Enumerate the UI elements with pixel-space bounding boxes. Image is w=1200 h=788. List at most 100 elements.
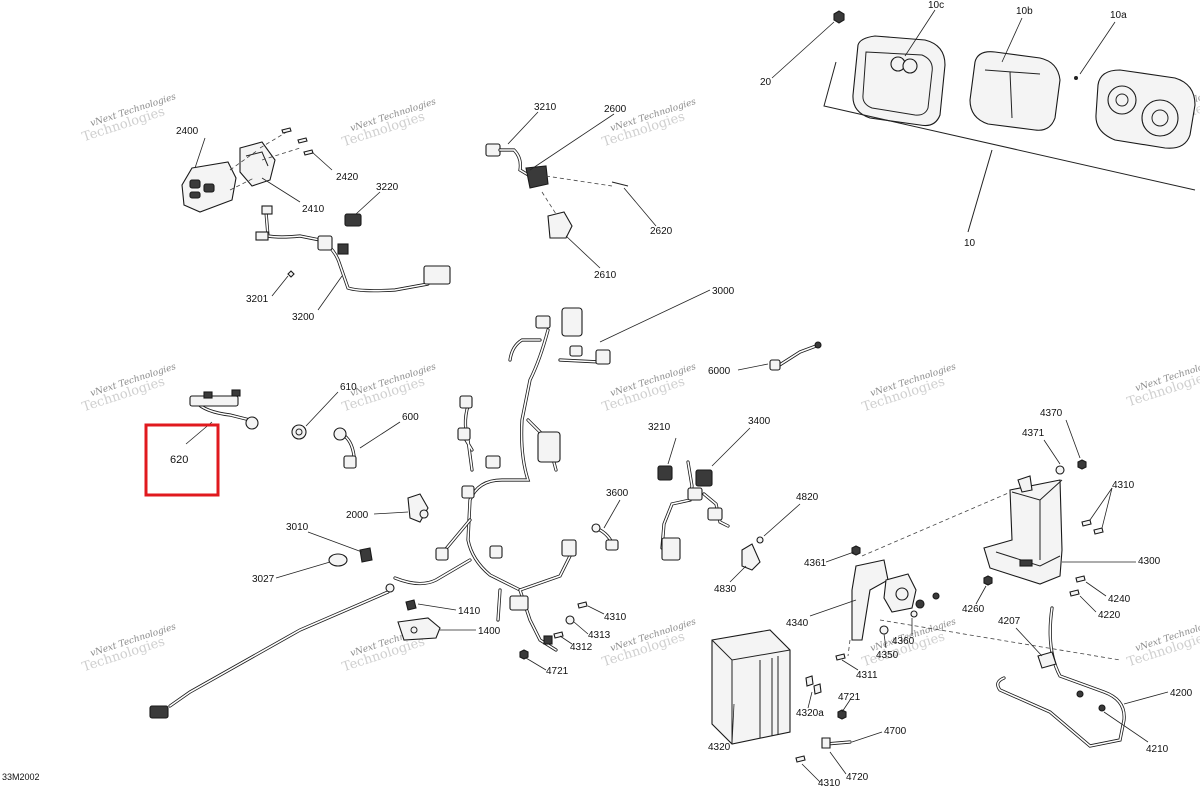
bolt[interactable]: [1081, 519, 1092, 527]
connector-3210[interactable]: [485, 143, 501, 157]
bolt[interactable]: [795, 755, 806, 763]
label-620: 620: [170, 454, 188, 466]
connector[interactable]: [509, 595, 529, 611]
label-4820: 4820: [796, 492, 819, 503]
washer-4350[interactable]: [879, 625, 889, 635]
bolt[interactable]: [577, 601, 588, 609]
connector[interactable]: [707, 507, 723, 521]
washer-4360[interactable]: [910, 610, 918, 618]
instrument-cluster-group: [771, 9, 1196, 233]
diagram-code: 33M2002: [2, 772, 40, 782]
bracket-4207[interactable]: [1037, 651, 1057, 669]
clip[interactable]: [1017, 475, 1033, 493]
label-4312: 4312: [570, 642, 593, 653]
bolt[interactable]: [1098, 704, 1106, 712]
connector[interactable]: [535, 315, 551, 329]
sensor-6000: [737, 341, 822, 371]
terminal-4720[interactable]: [821, 737, 831, 749]
fitting-600[interactable]: [333, 427, 347, 441]
cluster-lens[interactable]: [969, 51, 1061, 131]
connector-2600[interactable]: [525, 165, 549, 189]
connector[interactable]: [317, 235, 333, 251]
label-10: 10: [964, 238, 976, 249]
connector[interactable]: [485, 455, 501, 469]
bolt[interactable]: [1076, 690, 1084, 698]
connector[interactable]: [255, 231, 269, 241]
bracket-4340[interactable]: [851, 559, 889, 641]
connector[interactable]: [457, 427, 471, 441]
connector[interactable]: [561, 307, 583, 337]
harness-3200: [255, 191, 451, 311]
connector[interactable]: [595, 349, 611, 365]
label-600: 600: [402, 412, 419, 423]
cap-3010[interactable]: [359, 547, 373, 563]
washer[interactable]: [565, 615, 575, 625]
battery-tray[interactable]: [983, 479, 1063, 585]
connector[interactable]: [569, 345, 583, 357]
bolt[interactable]: [1093, 527, 1104, 535]
label-2620: 2620: [650, 226, 673, 237]
connector[interactable]: [687, 487, 703, 501]
connector[interactable]: [459, 395, 473, 409]
sensor[interactable]: [769, 359, 781, 371]
connector[interactable]: [261, 205, 273, 215]
connector[interactable]: [344, 213, 362, 227]
connector[interactable]: [537, 431, 561, 463]
bolt-4320a[interactable]: [813, 683, 822, 695]
cap-4830[interactable]: [741, 543, 761, 571]
plug-4820[interactable]: [756, 536, 764, 544]
sensor-3600[interactable]: [591, 523, 601, 533]
parts-4700: [795, 699, 883, 783]
label-4260: 4260: [962, 604, 985, 615]
nut-4361[interactable]: [851, 545, 861, 556]
connector[interactable]: [461, 485, 475, 499]
label-2000: 2000: [346, 510, 369, 521]
label-4207: 4207: [998, 616, 1021, 627]
nut-4260[interactable]: [983, 575, 993, 586]
label-4200: 4200: [1170, 688, 1193, 699]
highlight-box[interactable]: [144, 423, 220, 497]
nut[interactable]: [833, 10, 845, 24]
label-4721: 4721: [838, 692, 861, 703]
label-2610: 2610: [594, 270, 617, 281]
battery-tray-group: [975, 419, 1136, 613]
label-3201: 3201: [246, 294, 269, 305]
cluster-bezel[interactable]: [852, 35, 946, 127]
label-2400: 2400: [176, 126, 199, 137]
switch-cover[interactable]: [239, 141, 276, 187]
label-610: 610: [340, 382, 357, 393]
clip-1410[interactable]: [405, 599, 417, 611]
bracket-1400[interactable]: [397, 617, 441, 641]
label-4210: 4210: [1146, 744, 1169, 755]
connector-3210[interactable]: [657, 465, 673, 481]
grommet-610[interactable]: [291, 424, 307, 440]
bolt-4370[interactable]: [1077, 459, 1087, 470]
parts-1400: [397, 599, 476, 641]
harness-3400: [657, 427, 751, 561]
main-harness-3000: [393, 289, 711, 652]
switch-button[interactable]: [245, 416, 259, 430]
ring-3027[interactable]: [328, 553, 348, 567]
connector[interactable]: [695, 469, 713, 487]
bolt-4240[interactable]: [1075, 575, 1086, 583]
connector[interactable]: [661, 537, 681, 561]
connector[interactable]: [423, 265, 451, 285]
washer-4371[interactable]: [1055, 465, 1065, 475]
antenna-connector[interactable]: [149, 705, 169, 719]
connector[interactable]: [489, 545, 503, 559]
bolt-4311[interactable]: [835, 653, 846, 661]
bolt-4220[interactable]: [1069, 589, 1080, 597]
label-3210: 3210: [534, 102, 557, 113]
nut-4721[interactable]: [837, 709, 847, 720]
switch-620[interactable]: [189, 395, 239, 407]
label-4320: 4320: [708, 742, 731, 753]
label-2410: 2410: [302, 204, 325, 215]
connector-2610[interactable]: [547, 211, 573, 239]
connector[interactable]: [561, 539, 577, 557]
nut[interactable]: [519, 649, 529, 660]
label-4340: 4340: [786, 618, 809, 629]
connector[interactable]: [435, 547, 449, 561]
label-6000: 6000: [708, 366, 731, 377]
label-3000: 3000: [712, 286, 735, 297]
bolt-4320a[interactable]: [805, 675, 814, 687]
